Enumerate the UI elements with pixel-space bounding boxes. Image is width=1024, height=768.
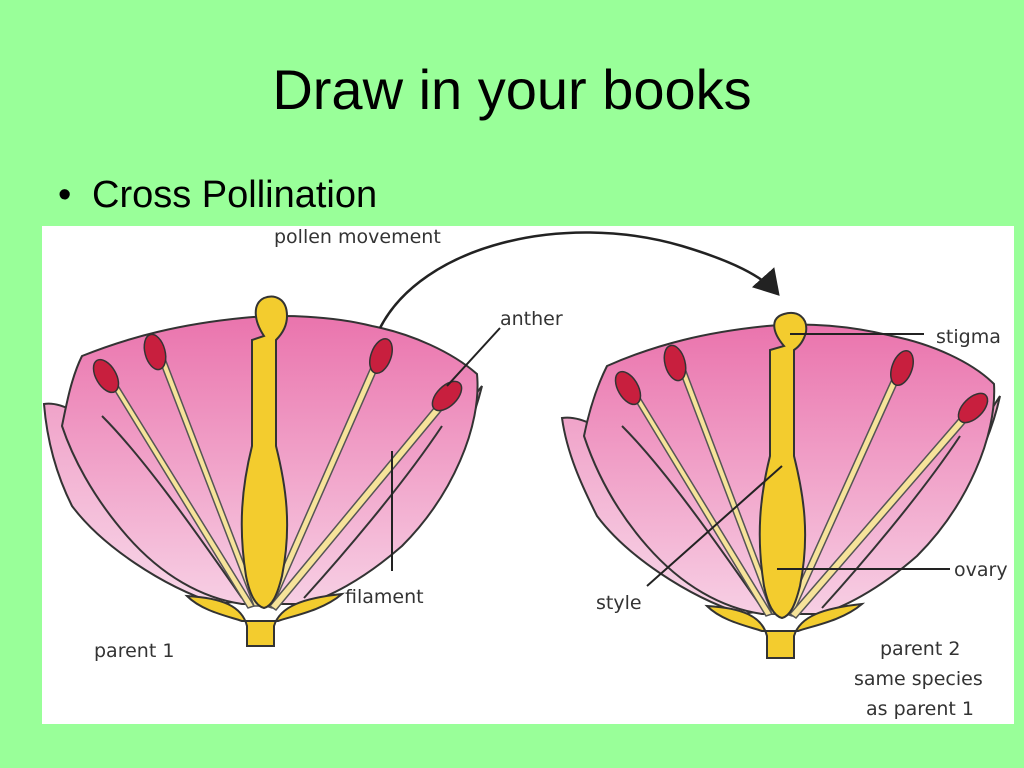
label-pollen-movement: pollen movement xyxy=(274,226,441,248)
slide-title: Draw in your books xyxy=(272,58,752,121)
label-parent-1: parent 1 xyxy=(94,640,174,662)
receptacle-1 xyxy=(184,592,346,647)
label-filament: filament xyxy=(345,586,424,608)
label-same-species: same species xyxy=(854,668,983,690)
label-anther: anther xyxy=(500,308,563,330)
pistil-1 xyxy=(240,295,289,610)
pollination-diagram: pollen movement anther filament parent 1… xyxy=(42,226,1014,724)
filaments-2 xyxy=(626,365,978,619)
label-style: style xyxy=(596,592,642,614)
anthers-2 xyxy=(614,344,989,424)
bullet-text: Cross Pollination xyxy=(92,174,378,216)
petal-line xyxy=(621,425,763,609)
petal-line xyxy=(821,435,961,609)
petal-line xyxy=(303,425,443,599)
flower-parent-2 xyxy=(560,312,1001,659)
leader-lines xyxy=(391,327,950,587)
pollen-movement-arrow xyxy=(378,231,780,329)
bullet-item: • Cross Pollination xyxy=(58,176,377,214)
flower-parent-1 xyxy=(42,295,483,647)
label-stigma: stigma xyxy=(936,326,1001,348)
label-as-parent-1: as parent 1 xyxy=(866,698,974,720)
petal-line xyxy=(101,415,243,599)
pistil-2 xyxy=(758,312,808,620)
receptacle-2 xyxy=(704,602,866,659)
pollination-svg: pollen movement anther filament parent 1… xyxy=(42,226,1008,720)
label-ovary: ovary xyxy=(954,559,1008,581)
label-parent-2: parent 2 xyxy=(880,638,960,660)
anthers-1 xyxy=(92,333,463,412)
filaments-1 xyxy=(104,355,452,611)
bullet-dot: • xyxy=(58,174,72,216)
